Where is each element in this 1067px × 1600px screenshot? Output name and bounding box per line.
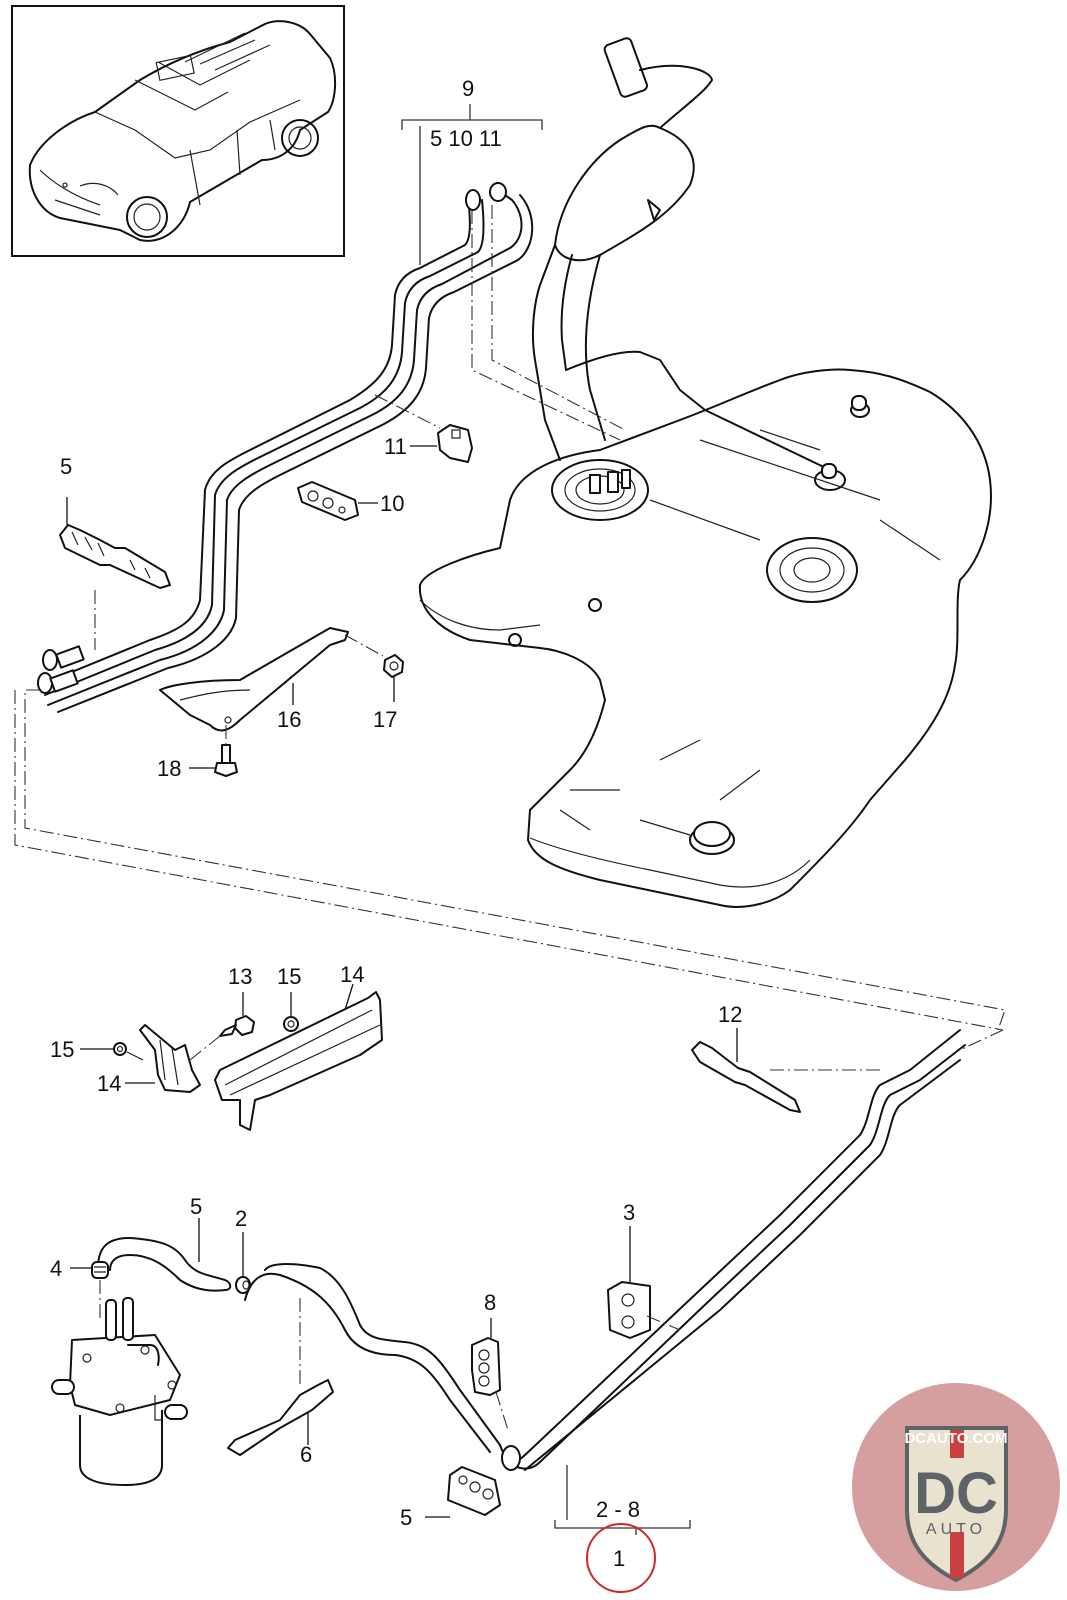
watermark-main-text: DC: [914, 1461, 998, 1526]
callout-4[interactable]: 2: [235, 1206, 247, 1231]
part-3-clamp: [70, 1261, 109, 1320]
vehicle-inset: [11, 5, 345, 257]
part-15-nut-right: [283, 992, 299, 1032]
part-5-bracket-upper: [59, 497, 171, 589]
part-16-heat-shield: [159, 627, 349, 732]
callout-1[interactable]: 1: [613, 1546, 625, 1571]
callout-5-right[interactable]: 12: [718, 1002, 742, 1027]
callout-16[interactable]: 16: [277, 707, 301, 732]
callout-7[interactable]: 8: [484, 1290, 496, 1315]
upper-fuel-lines: [37, 182, 534, 713]
part-5-bracket-lower: [227, 1379, 334, 1456]
part-15-nut-left: [80, 1042, 144, 1061]
fuel-filter: [51, 1297, 188, 1486]
callout-17[interactable]: 17: [373, 707, 397, 732]
callout-1-group: [554, 1465, 691, 1535]
part-13-bolt: [189, 992, 255, 1061]
fuel-tank: [418, 368, 992, 908]
part-6-grommet: [425, 1466, 501, 1518]
callout-3[interactable]: 4: [50, 1256, 62, 1281]
part-11-clip: [410, 424, 473, 463]
callout-11[interactable]: 11: [384, 434, 407, 459]
callout-5-lower[interactable]: 6: [300, 1442, 312, 1467]
callout-6[interactable]: 5: [400, 1505, 412, 1530]
watermark-top-text: DCAUTO.COM: [904, 1430, 1007, 1447]
part-2-hose: [97, 1218, 232, 1292]
callout-14[interactable]: 14: [340, 962, 364, 987]
callout-5-upper[interactable]: 5: [60, 454, 72, 479]
callout-8[interactable]: 3: [623, 1200, 635, 1225]
part-18-bolt: [189, 725, 238, 777]
part-14-heat-shield: [214, 983, 383, 1131]
vehicle-icon: [28, 20, 336, 242]
part-10-grommet: [297, 481, 378, 521]
part-4-clamp: [235, 1232, 251, 1294]
dcauto-watermark: DCAUTO.COM DC AUTO: [852, 1383, 1060, 1591]
callout-15-right[interactable]: 15: [277, 964, 301, 989]
part-17-nut: [383, 654, 404, 702]
filler-neck: [531, 37, 831, 471]
callout-9-group: [401, 104, 543, 265]
lower-fuel-lines: [244, 1029, 966, 1471]
callout-9[interactable]: 9: [462, 76, 474, 101]
callout-2[interactable]: 5: [190, 1194, 202, 1219]
callout-18[interactable]: 18: [157, 756, 181, 781]
callout-15-left[interactable]: 15: [50, 1037, 74, 1062]
callout-12[interactable]: 14: [97, 1071, 121, 1096]
part-7-clip: [471, 1318, 509, 1431]
part-12-bracket: [125, 1024, 201, 1093]
callout-10[interactable]: 10: [380, 491, 404, 516]
callout-2-8: 2 - 8: [596, 1497, 640, 1522]
highlight-circle: [586, 1523, 656, 1593]
callout-9-subparts: 5 10 11: [430, 126, 502, 151]
part-5-bracket-right: [691, 1028, 801, 1113]
watermark-sub-text: AUTO: [926, 1521, 986, 1538]
callout-13[interactable]: 13: [228, 964, 252, 989]
part-8-clip: [607, 1226, 681, 1339]
